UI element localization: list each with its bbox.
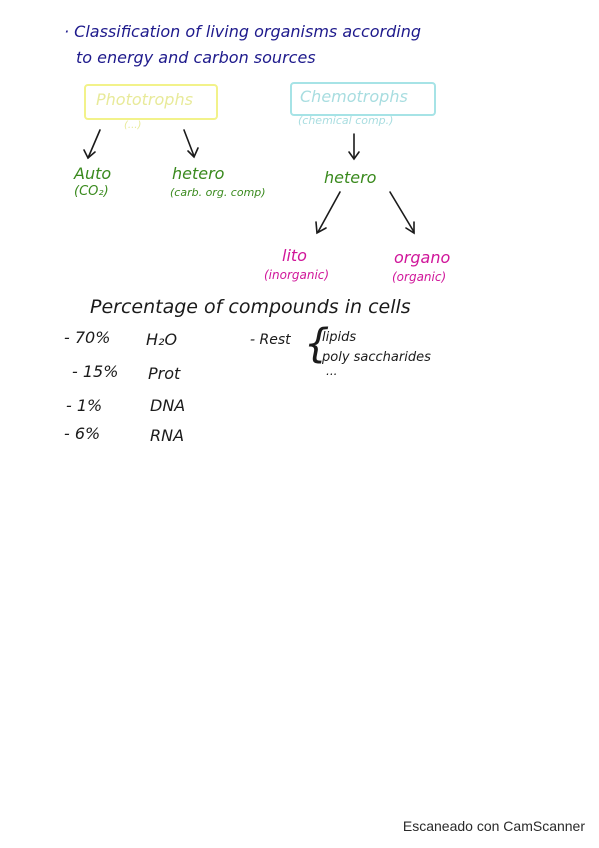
arrowhead-chemo-hetero bbox=[348, 151, 360, 161]
arrow-to-organo bbox=[389, 191, 415, 233]
photo-auto-sub: (CO₂) bbox=[74, 184, 109, 199]
heading-line-2: to energy and carbon sources bbox=[76, 48, 316, 67]
arrow-to-photo-hetero bbox=[183, 129, 195, 157]
chemotrophs-sub: (chemical comp.) bbox=[298, 114, 394, 127]
rest-brace: { bbox=[304, 321, 330, 367]
organo-label: organo bbox=[394, 248, 451, 267]
arrowhead-photo-hetero bbox=[187, 147, 199, 159]
photo-hetero-label: hetero bbox=[172, 164, 225, 183]
arrow-to-lito bbox=[317, 191, 341, 233]
compound-pct-4: - 6% bbox=[64, 424, 101, 443]
scanner-footer: Escaneado con CamScanner bbox=[402, 818, 585, 834]
arrow-to-auto bbox=[87, 129, 101, 159]
phototrophs-box bbox=[84, 84, 218, 120]
lito-label: lito bbox=[282, 246, 307, 265]
chemotrophs-box bbox=[290, 82, 436, 116]
rest-item-3: ... bbox=[326, 364, 338, 378]
chemo-hetero-label: hetero bbox=[324, 168, 377, 187]
photo-hetero-sub: (carb. org. comp) bbox=[170, 186, 266, 199]
compound-pct-1: - 70% bbox=[64, 328, 111, 347]
photo-auto-label: Auto bbox=[74, 164, 112, 183]
rest-label: - Rest bbox=[250, 332, 291, 348]
rest-item-1: lipids bbox=[322, 330, 357, 345]
compound-name-4: RNA bbox=[150, 426, 185, 445]
compound-name-1: H₂O bbox=[146, 330, 178, 349]
compounds-title: Percentage of compounds in cells bbox=[90, 296, 411, 318]
arrowhead-auto bbox=[83, 149, 96, 160]
heading-line-1: · Classification of living organisms acc… bbox=[64, 22, 421, 41]
phototrophs-label: Phototrophs bbox=[96, 90, 193, 109]
compound-name-2: Prot bbox=[148, 364, 181, 383]
arrowhead-organo bbox=[405, 221, 415, 235]
chemotrophs-label: Chemotrophs bbox=[300, 87, 408, 106]
compound-pct-3: - 1% bbox=[66, 396, 103, 415]
phototrophs-sub: (...) bbox=[124, 120, 142, 131]
rest-item-2: poly saccharides bbox=[322, 350, 431, 365]
compound-pct-2: - 15% bbox=[72, 362, 119, 381]
lito-sub: (inorganic) bbox=[264, 268, 330, 282]
compound-name-3: DNA bbox=[150, 396, 186, 415]
organo-sub: (organic) bbox=[392, 270, 447, 284]
arrowhead-lito bbox=[315, 221, 327, 235]
